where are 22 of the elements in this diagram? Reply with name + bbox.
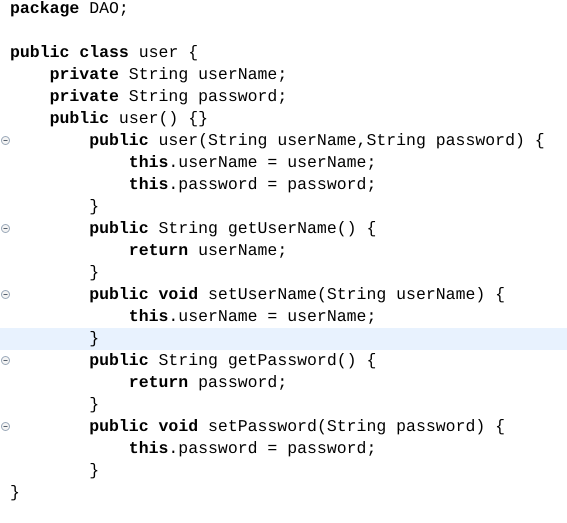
- code-line: public user(String userName,String password) {: [89, 130, 545, 152]
- code-line: public String getPassword() {: [89, 350, 376, 372]
- code-line: }: [89, 262, 100, 284]
- code-line: public user() {}: [50, 108, 208, 130]
- code-line: }: [10, 482, 20, 504]
- code-line: }: [89, 328, 100, 350]
- code-line: this.userName = userName;: [128, 152, 376, 174]
- code-line: this.userName = userName;: [128, 306, 376, 328]
- code-line: public void setUserName(String userName) {: [89, 284, 506, 306]
- code-line: }: [89, 460, 100, 482]
- code-line: private String password;: [50, 86, 288, 108]
- code-line: this.password = password;: [128, 438, 376, 460]
- code-line: private String userName;: [50, 64, 288, 86]
- code-line: return userName;: [128, 240, 288, 262]
- code-line: return password;: [128, 372, 288, 394]
- code-line: package DAO;: [10, 0, 129, 20]
- code-line: public void setPassword(String password) {: [89, 416, 506, 438]
- code-line: this.password = password;: [128, 174, 376, 196]
- code-line: }: [89, 394, 100, 416]
- code-line: public class user {: [10, 42, 198, 64]
- code-line: public String getUserName() {: [89, 218, 376, 240]
- code-line: }: [89, 196, 100, 218]
